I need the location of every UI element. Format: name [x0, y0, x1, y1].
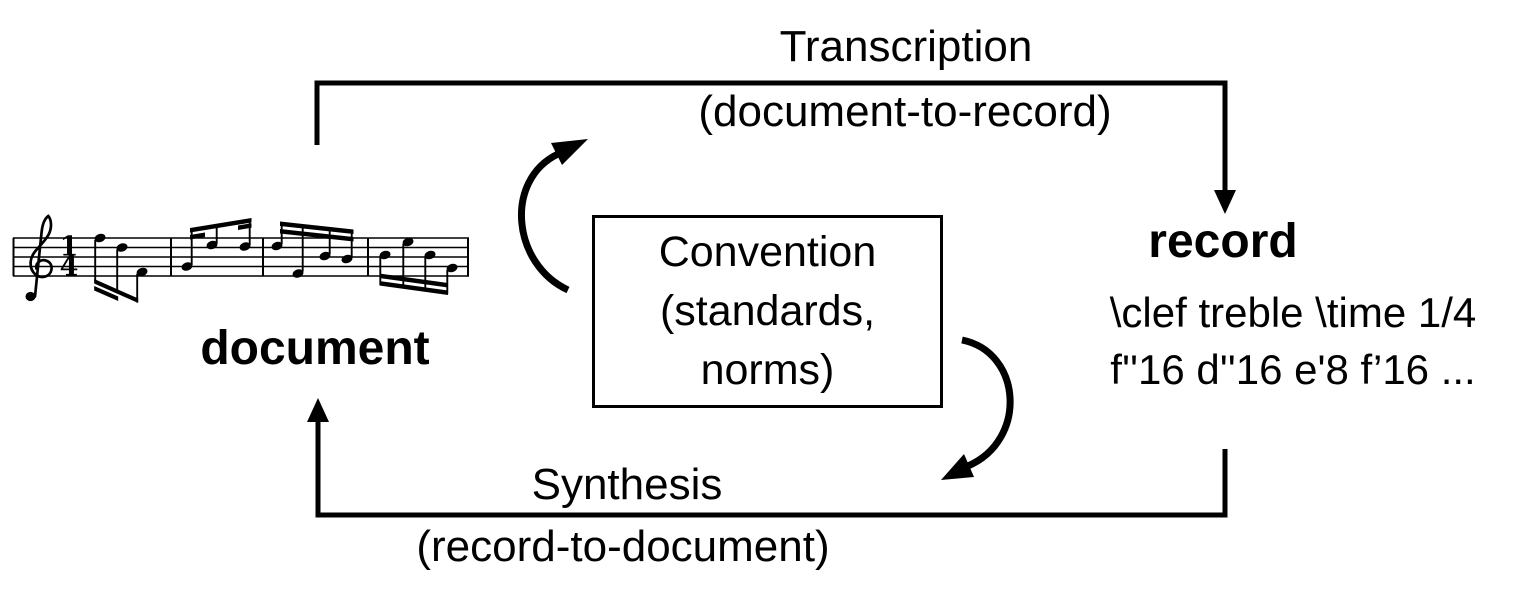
transcription-subtitle: (document-to-record)	[698, 87, 1112, 136]
record-code-line-1: \clef treble \time 1/4	[1109, 289, 1477, 336]
synthesis-subtitle: (record-to-document)	[416, 522, 830, 571]
synthesis-arrow	[315, 414, 1228, 518]
document-node-label: document	[200, 322, 430, 375]
convention-box-line-3: norms)	[700, 346, 835, 394]
barlines	[12, 238, 469, 276]
record-code-line-2: f''16 d''16 e'8 f’16 ...	[1110, 346, 1476, 393]
measure-3-notes	[271, 221, 354, 278]
music-notation: 1 4	[12, 214, 469, 303]
staff-lines	[13, 237, 469, 277]
time-signature-bottom: 4	[60, 252, 79, 283]
transcription-arrow	[314, 80, 1228, 198]
convention-box-line-1: Convention	[658, 228, 877, 276]
convention-box: Convention (standards, norms)	[592, 215, 943, 408]
synthesis-title: Synthesis	[531, 460, 723, 509]
measure-2-notes	[181, 218, 252, 271]
time-signature-top: 1	[60, 232, 79, 263]
convention-to-transcription-arrow	[517, 150, 570, 294]
convention-box-line-2: (standards,	[659, 287, 876, 335]
transcription-arrowhead-icon	[1214, 190, 1236, 214]
convention-to-synthesis-arrow	[961, 336, 1014, 470]
synthesis-arrowhead-icon	[307, 398, 329, 422]
record-code: \clef treble \time 1/4 f''16 d''16 e'8 f…	[1053, 284, 1532, 398]
treble-clef-icon	[25, 214, 53, 302]
record-node-label: record	[1148, 215, 1298, 268]
convention-to-transcription-arrowhead-icon	[551, 139, 588, 165]
time-signature: 1 4	[60, 232, 79, 283]
measure-4-notes	[379, 237, 458, 295]
transcription-title: Transcription	[779, 22, 1033, 71]
measure-1-notes	[94, 233, 148, 303]
convention-to-synthesis-arrowhead-icon	[941, 454, 974, 480]
